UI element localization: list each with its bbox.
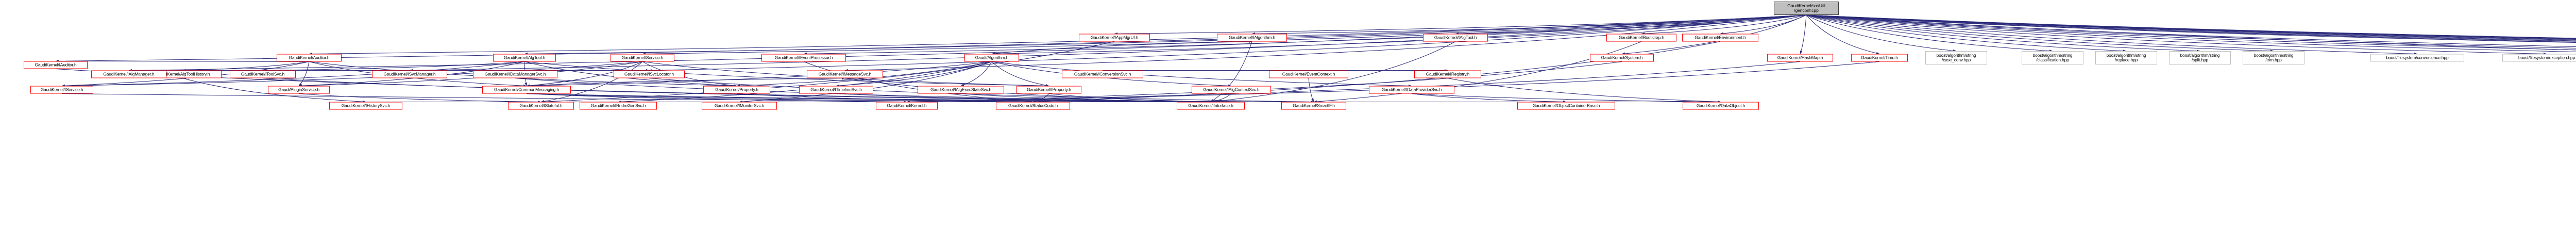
- graph-node[interactable]: GaudiKernel/IAlgorithm.h: [1217, 34, 1287, 42]
- graph-node[interactable]: boost/algorithm/string /classification.h…: [2022, 51, 2083, 64]
- graph-node[interactable]: GaudiKernel/IAuditor.h: [24, 61, 88, 69]
- graph-node[interactable]: GaudiKernel/StatusCode.h: [996, 102, 1070, 110]
- graph-root-node[interactable]: GaudiKernel/src/Util /genconf.cpp: [1774, 2, 1839, 15]
- graph-node[interactable]: GaudiKernel/IRegistry.h: [1414, 70, 1481, 78]
- graph-node[interactable]: GaudiKernel/IDataManagerSvc.h: [473, 70, 557, 78]
- graph-node[interactable]: GaudiKernel/IAlgContextSvc.h: [1192, 86, 1271, 94]
- graph-node[interactable]: boost/filesystem/convenience.hpp: [2370, 54, 2464, 62]
- graph-node[interactable]: GaudiKernel/EventContext.h: [1269, 70, 1348, 78]
- graph-node[interactable]: GaudiKernel/ISvcLocator.h: [614, 70, 685, 78]
- graph-node[interactable]: GaudiKernel/IHistorySvc.h: [329, 102, 402, 110]
- graph-node[interactable]: GaudiKernel/DataObject.h: [1683, 102, 1759, 110]
- graph-node[interactable]: boost/algorithm/string /split.hpp: [2169, 51, 2231, 64]
- graph-node[interactable]: GaudiKernel/ObjectContainerBase.h: [1517, 102, 1615, 110]
- graph-node[interactable]: GaudiKernel/IAlgExecStateSvc.h: [918, 86, 1004, 94]
- graph-node[interactable]: GaudiKernel/IMonitorSvc.h: [702, 102, 777, 110]
- graph-node[interactable]: GaudiKernel/Time.h: [1851, 54, 1908, 62]
- graph-node[interactable]: GaudiKernel/Property.h: [703, 86, 770, 94]
- graph-node[interactable]: GaudiKernel/Environment.h: [1682, 34, 1758, 42]
- graph-node[interactable]: GaudiKernel/IMessageSvc.h: [807, 70, 883, 78]
- graph-node[interactable]: GaudiKernel/IAlgManager.h: [91, 70, 166, 78]
- graph-node[interactable]: GaudiKernel/System.h: [1590, 54, 1654, 62]
- graph-node[interactable]: GaudiKernel/IEventProcessor.h: [761, 54, 846, 62]
- graph-node[interactable]: GaudiKernel/ITimelineSvc.h: [799, 86, 873, 94]
- graph-node[interactable]: GaudiKernel/IToolSvc.h: [230, 70, 296, 78]
- graph-node[interactable]: GaudiKernel/IInterface.h: [1177, 102, 1245, 110]
- graph-node[interactable]: GaudiKernel/IAppMgrUI.h: [1079, 34, 1150, 42]
- graph-node[interactable]: GaudiKernel/IConversionSvc.h: [1062, 70, 1143, 78]
- graph-node[interactable]: GaudiKernel/Auditor.h: [277, 54, 342, 62]
- graph-node[interactable]: GaudiKernel/ISvcManager.h: [372, 70, 447, 78]
- graph-node[interactable]: GaudiKernel/Bootstrap.h: [1606, 34, 1676, 42]
- graph-node[interactable]: GaudiKernel/IStateful.h: [508, 102, 574, 110]
- graph-node[interactable]: GaudiKernel/IService.h: [30, 86, 93, 94]
- graph-node[interactable]: boost/algorithm/string /case_conv.hpp: [1925, 51, 1987, 64]
- graph-node[interactable]: GaudiKernel/IProperty.h: [1016, 86, 1081, 94]
- graph-node[interactable]: GaudiKernel/IRndmGenSvc.h: [580, 102, 657, 110]
- graph-node[interactable]: GaudiKernel/CommonMessaging.h: [482, 86, 571, 94]
- graph-node[interactable]: boost/algorithm/string /trim.hpp: [2243, 51, 2304, 64]
- graph-node[interactable]: GaudiKernel/SmartIF.h: [1281, 102, 1346, 110]
- graph-node[interactable]: boost/filesystem/exception.hpp: [2502, 54, 2576, 62]
- graph-node[interactable]: boost/algorithm/string /replace.hpp: [2095, 51, 2157, 64]
- graph-node[interactable]: GaudiKernel/IDataProviderSvc.h: [1369, 86, 1454, 94]
- graph-node[interactable]: GaudiKernel/HashMap.h: [1767, 54, 1833, 62]
- graph-node[interactable]: GaudiKernel/IAlgTool.h: [1423, 34, 1488, 42]
- graph-node[interactable]: GaudiKernel/Service.h: [611, 54, 674, 62]
- graph-node[interactable]: GaudiKernel/Kernel.h: [876, 102, 938, 110]
- graph-node[interactable]: Gaudi/PluginService.h: [268, 86, 330, 94]
- graph-node[interactable]: Gaudi/Algorithm.h: [964, 54, 1019, 62]
- graph-node[interactable]: GaudiKernel/AlgTool.h: [493, 54, 556, 62]
